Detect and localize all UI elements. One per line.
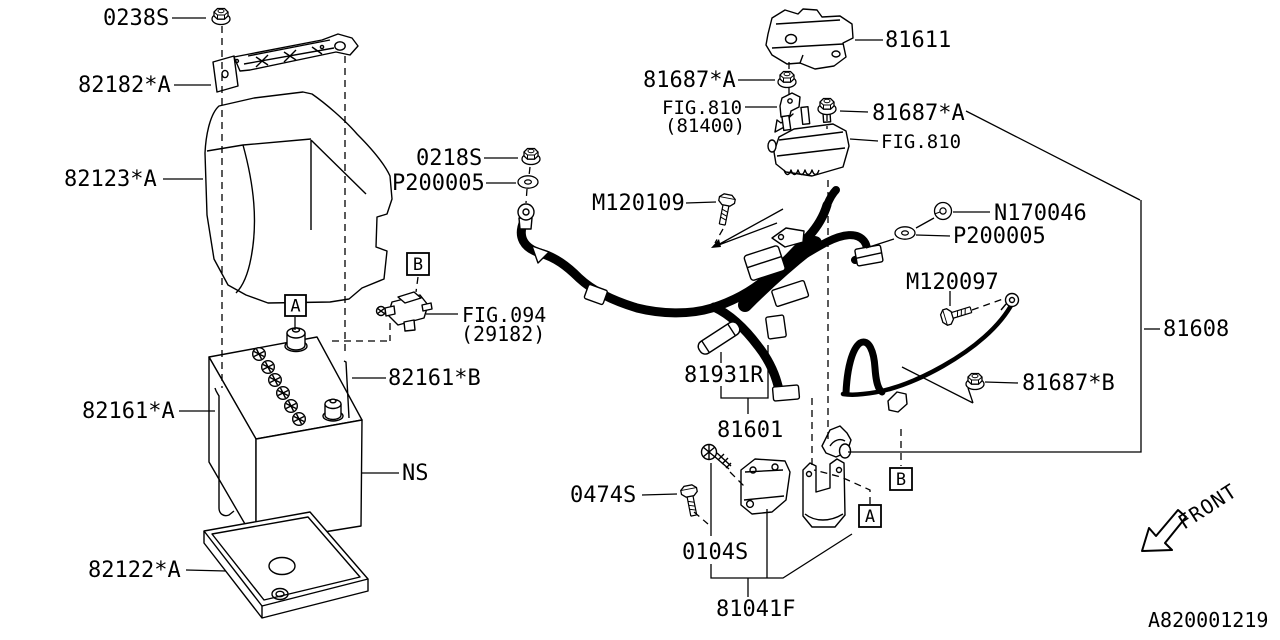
label-82161a[interactable]: 82161*A	[82, 399, 175, 424]
battery-tray-drawing	[203, 511, 369, 619]
label-82161b[interactable]: 82161*B	[388, 366, 481, 391]
leader-lines	[163, 17, 1160, 597]
label-fig094-ref[interactable]: FIG.094	[462, 303, 546, 327]
label-p200005-a[interactable]: P200005	[392, 171, 485, 196]
label-m120109[interactable]: M120109	[592, 191, 685, 216]
front-label: FRONT	[1174, 479, 1242, 535]
tube-81931r-drawing	[697, 321, 741, 355]
fasteners	[211, 7, 985, 518]
label-81041f[interactable]: 81041F	[716, 597, 795, 622]
battery-harness-drawing	[516, 186, 1020, 413]
label-82123a[interactable]: 82123*A	[64, 167, 157, 192]
label-81931r[interactable]: 81931R	[684, 363, 764, 388]
ref-marker-b-upper[interactable]: B	[406, 252, 430, 276]
battery-post-negative	[322, 398, 344, 422]
label-81611[interactable]: 81611	[885, 28, 951, 53]
label-0474s[interactable]: 0474S	[570, 483, 636, 508]
bracket-81041f-right	[802, 458, 846, 528]
ref-marker-b-lower[interactable]: B	[889, 467, 913, 491]
fuse-box-fig810	[767, 106, 850, 177]
nut-0218s-icon	[521, 147, 541, 166]
bracket-81611-drawing	[765, 8, 854, 70]
bolt-m120109-icon	[713, 192, 737, 227]
label-81687a-1[interactable]: 81687*A	[643, 68, 736, 93]
label-0104s[interactable]: 0104S	[682, 540, 748, 565]
ring-terminal	[517, 203, 535, 230]
label-n170046[interactable]: N170046	[994, 201, 1087, 226]
label-81687b[interactable]: 81687*B	[1022, 371, 1115, 396]
label-81687a-2[interactable]: 81687*A	[872, 101, 965, 126]
hold-down-rod-a	[214, 387, 235, 517]
hold-down-rod-b	[343, 360, 350, 419]
battery-post-positive	[284, 327, 308, 353]
bolt-m120097-icon	[938, 301, 974, 327]
label-fig810-ref-num[interactable]: (81400)	[665, 115, 745, 137]
label-fig810-ref[interactable]: FIG.810	[662, 97, 742, 119]
ref-letter-a-upper: A	[290, 297, 300, 317]
ref-letter-a-lower: A	[865, 507, 875, 527]
nut-81687a2-icon	[817, 97, 837, 116]
label-82122a[interactable]: 82122*A	[88, 558, 181, 583]
ref-marker-a-upper[interactable]: A	[284, 294, 307, 317]
label-81608[interactable]: 81608	[1163, 317, 1229, 342]
harness-clamp-lower	[821, 425, 852, 459]
nut-81687a-icon	[777, 70, 797, 89]
label-82182a[interactable]: 82182*A	[78, 73, 171, 98]
washer-p200005b-icon	[894, 226, 916, 240]
alignment-dashed-lines	[221, 26, 1004, 525]
label-0238s[interactable]: 0238S	[103, 6, 169, 31]
grommet-n170046-icon	[933, 201, 953, 221]
nut-0238s-icon	[211, 7, 231, 26]
ref-letter-b-upper: B	[413, 255, 423, 275]
bolt-0474s-icon	[679, 483, 703, 518]
ref-letter-b-lower: B	[896, 470, 906, 490]
diagram-code: A820001219	[1148, 608, 1268, 632]
battery-drawing	[208, 327, 363, 544]
label-0218s[interactable]: 0218S	[416, 146, 482, 171]
battery-cover-drawing	[204, 91, 393, 304]
bracket-81041f-left	[740, 458, 791, 515]
washer-p200005-icon	[517, 175, 539, 189]
hold-down-frame-drawing	[212, 33, 359, 93]
label-fig810-fusebox[interactable]: FIG.810	[881, 131, 961, 153]
screw-0104s-icon	[700, 443, 732, 470]
nut-81687b-icon	[965, 372, 985, 391]
label-81601[interactable]: 81601	[717, 418, 783, 443]
label-m120097[interactable]: M120097	[906, 270, 999, 295]
terminal-clamp-fig094	[375, 291, 433, 332]
part-labels: 0238S 82182*A 82123*A 0218S P200005 M120…	[64, 6, 1229, 622]
label-fig094-ref-num[interactable]: (29182)	[461, 322, 545, 346]
label-p200005-b[interactable]: P200005	[953, 224, 1046, 249]
label-ns[interactable]: NS	[402, 461, 429, 486]
ref-marker-a-lower[interactable]: A	[858, 504, 882, 528]
front-direction-indicator: FRONT	[1141, 479, 1242, 552]
